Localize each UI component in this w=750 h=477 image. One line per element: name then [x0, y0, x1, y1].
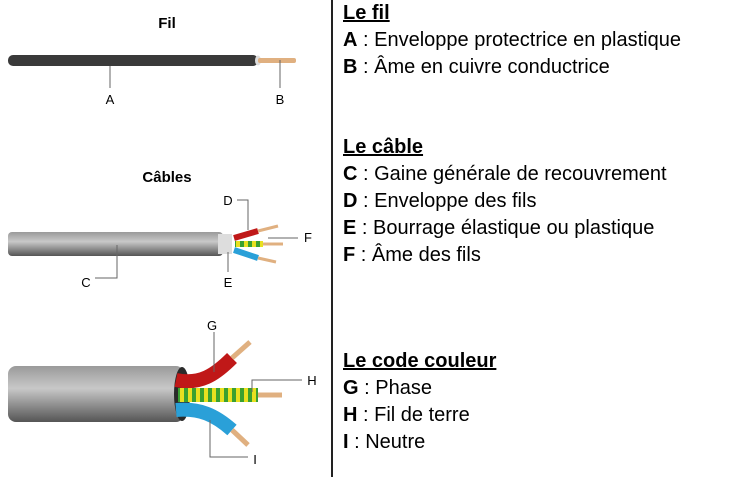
label-i: I: [253, 452, 257, 467]
wire-title: Fil: [158, 15, 176, 32]
label-h: H: [307, 373, 316, 388]
cable-illustration: Câbles C D E F: [8, 169, 312, 290]
cable-sheath: [8, 232, 223, 256]
heading-wire: Le fil: [343, 2, 390, 24]
legend-cable: Le câble C : Gaine générale de recouvrem…: [343, 134, 667, 269]
cable-sheath-large: [8, 366, 184, 422]
label-c: C: [81, 275, 90, 290]
label-g: G: [207, 318, 217, 333]
phase-wire: [174, 353, 237, 389]
cable-diagram: Fil A B Câbles C D E F: [8, 15, 317, 467]
legend-item: H : Fil de terre: [343, 404, 470, 426]
legend-item: F : Âme des fils: [343, 244, 481, 266]
color-code-illustration: G H I: [8, 318, 317, 467]
wire-insulation: [8, 55, 258, 66]
heading-cable: Le câble: [343, 136, 424, 158]
neutral-wire: [175, 402, 237, 436]
legend-wire: Le fil A : Enveloppe protectrice en plas…: [343, 0, 681, 81]
label-f: F: [304, 230, 312, 245]
legend-item: I : Neutre: [343, 431, 426, 453]
legend-item: E : Bourrage élastique ou plastique: [343, 217, 655, 239]
label-d: D: [223, 193, 232, 208]
legend-item: C : Gaine générale de recouvrement: [343, 163, 667, 185]
label-a: A: [106, 92, 115, 107]
cables-title: Câbles: [142, 169, 191, 186]
legend-item: A : Enveloppe protectrice en plastique: [343, 29, 681, 51]
label-e: E: [224, 275, 233, 290]
label-b: B: [276, 92, 285, 107]
legend-item: B : Âme en cuivre conductrice: [343, 56, 610, 78]
wire-copper-core: [258, 58, 296, 63]
legend-item: G : Phase: [343, 377, 432, 399]
wire-illustration: Fil A B: [8, 15, 296, 107]
heading-color-code: Le code couleur: [343, 350, 497, 372]
earth-wire: [178, 388, 258, 402]
legend-color-code: Le code couleur G : Phase H : Fil de ter…: [343, 348, 496, 456]
legend-item: D : Enveloppe des fils: [343, 190, 537, 212]
divider: [331, 0, 333, 477]
